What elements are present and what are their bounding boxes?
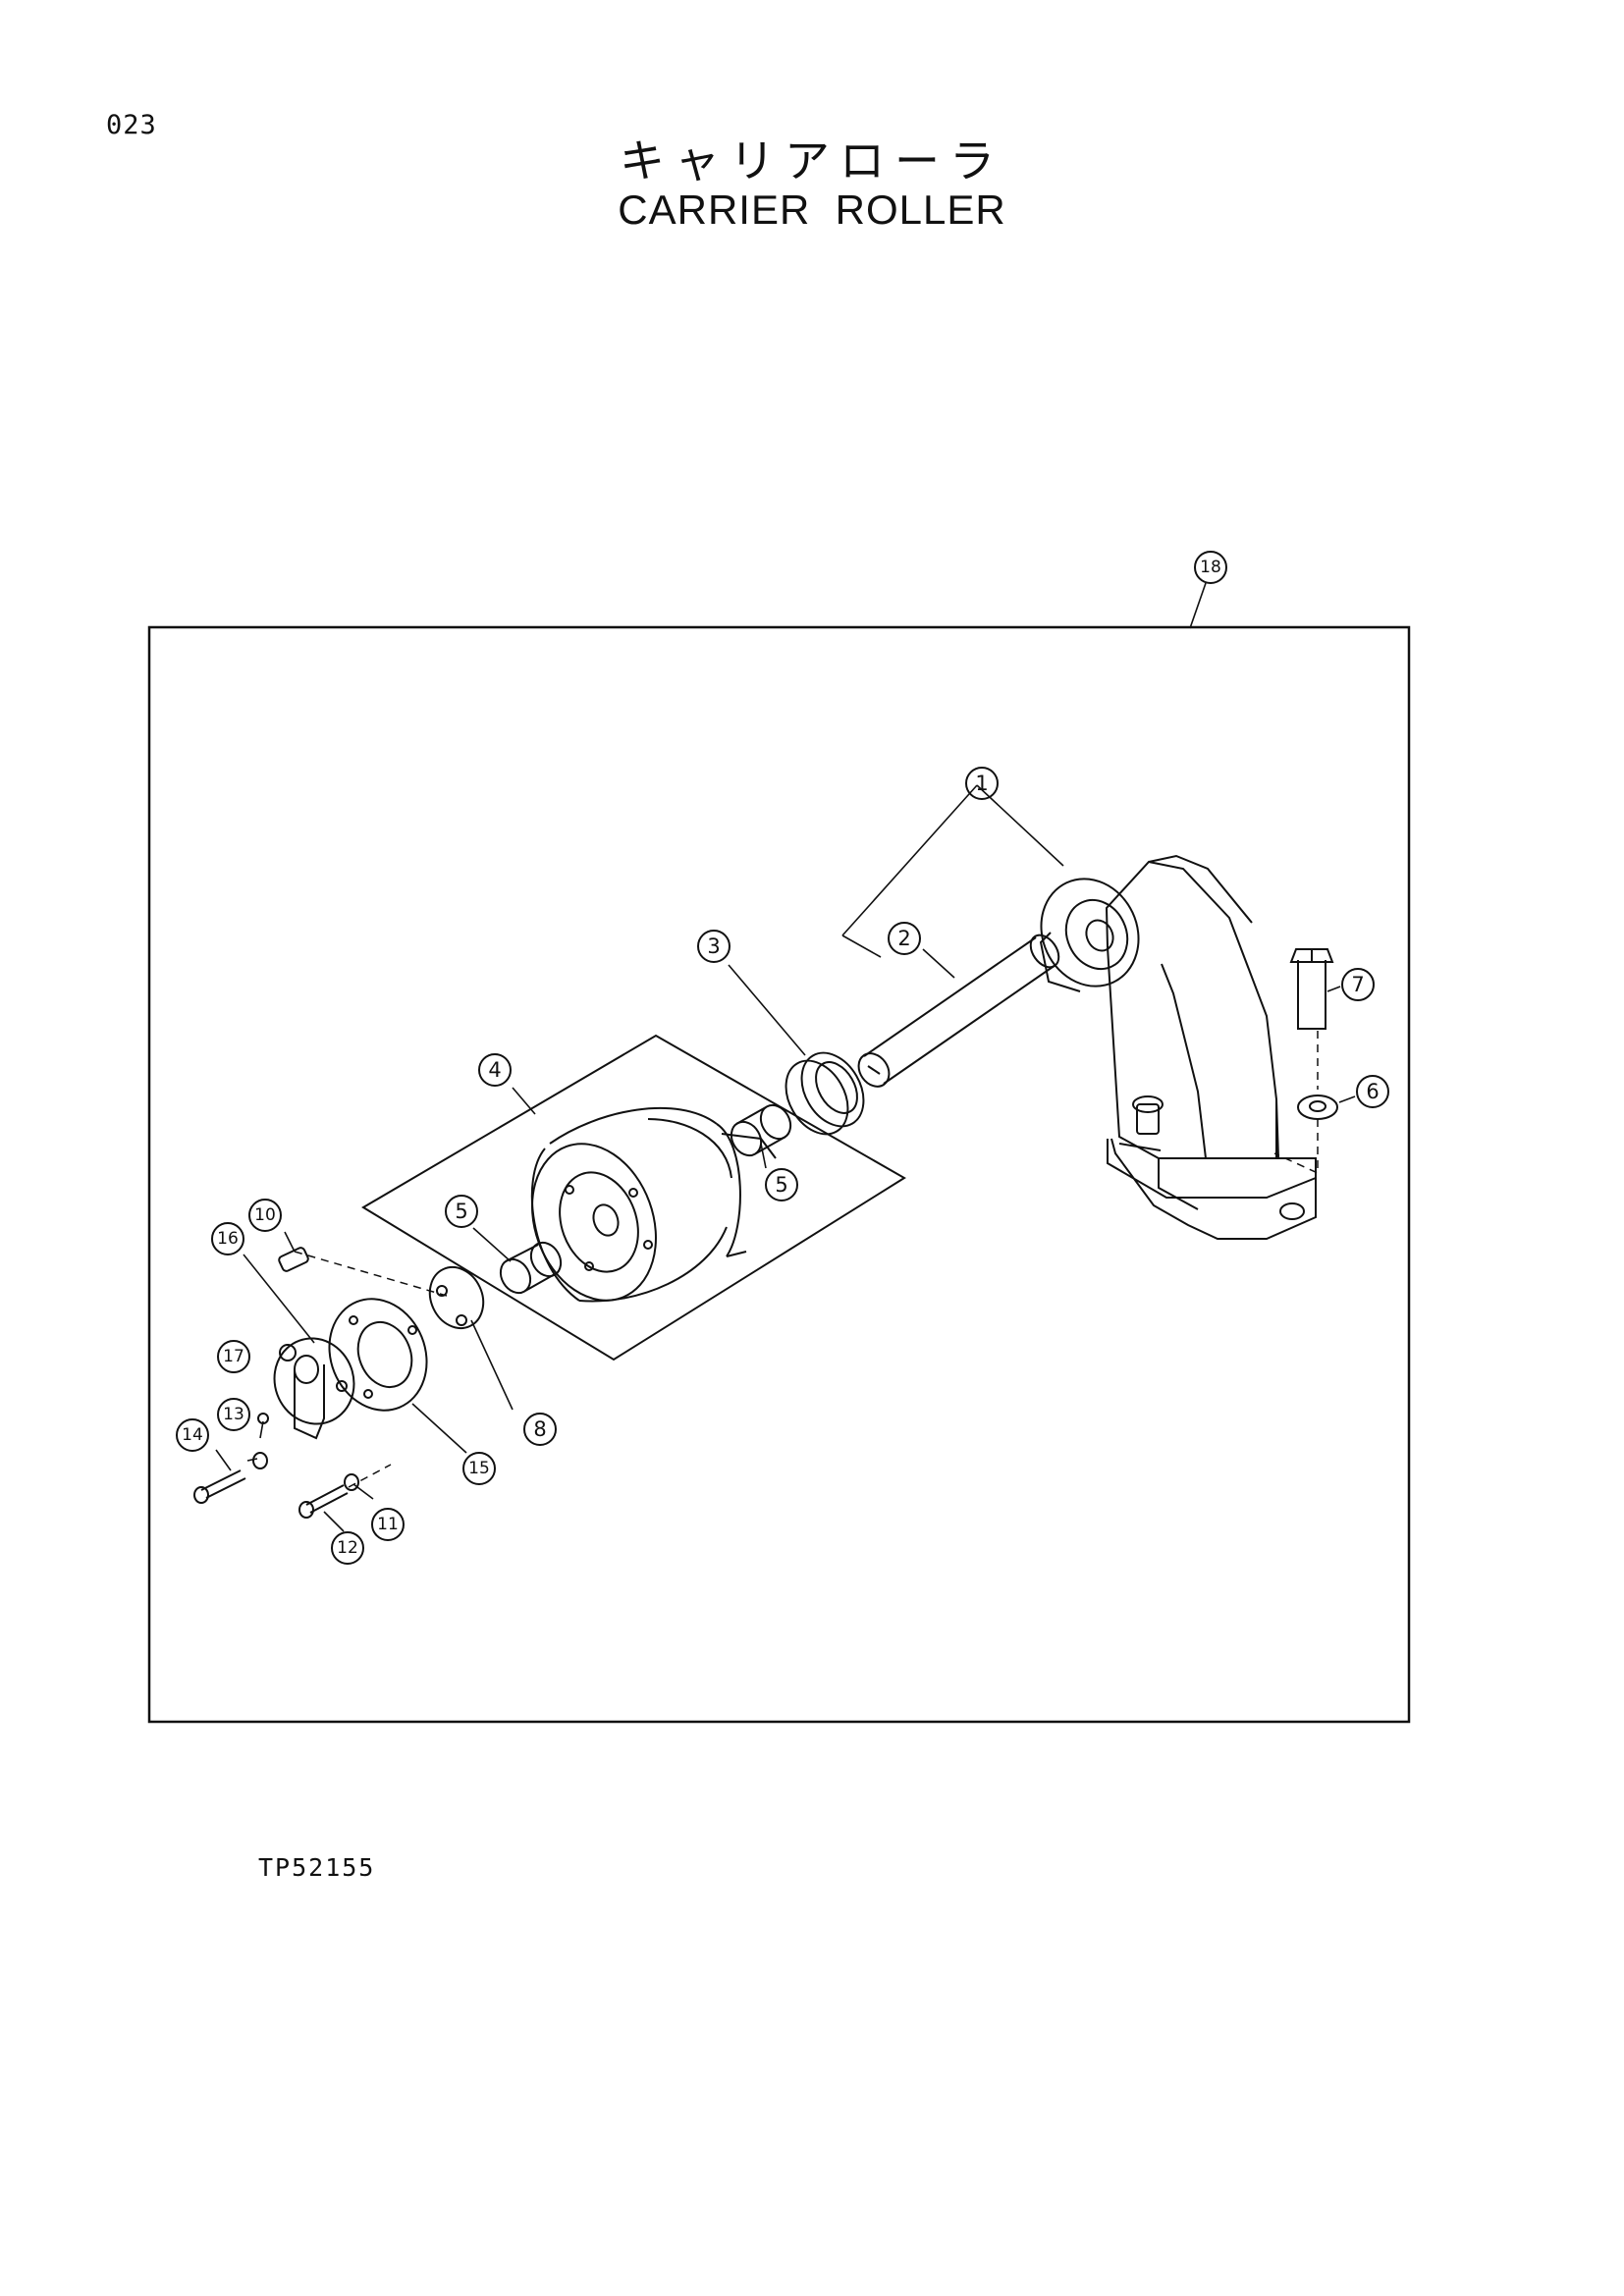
callout-13: 13: [217, 1398, 250, 1431]
part-small-bolts: [193, 1413, 359, 1519]
part-roller: [530, 1106, 777, 1303]
svg-text:8: 8: [533, 1417, 546, 1441]
callout-10: 10: [248, 1199, 282, 1232]
svg-text:3: 3: [707, 934, 720, 958]
assembly-dashed-lines: [294, 1031, 1319, 1488]
callout-16: 16: [211, 1222, 244, 1255]
part-end-cover: [273, 1337, 355, 1440]
part-seal: [785, 1051, 865, 1136]
assembly-frame: [147, 625, 1411, 1724]
part-gasket: [328, 1298, 428, 1412]
svg-text:10: 10: [254, 1205, 276, 1225]
part-bushing-b: [730, 1103, 792, 1157]
svg-text:5: 5: [455, 1200, 467, 1223]
callout-8: 8: [523, 1413, 557, 1446]
svg-text:5: 5: [775, 1173, 787, 1197]
callout-4: 4: [478, 1053, 512, 1087]
callout-2: 2: [888, 922, 921, 955]
svg-text:16: 16: [217, 1229, 239, 1249]
part-washer: [1297, 1095, 1338, 1120]
svg-text:4: 4: [488, 1058, 501, 1082]
callout-14: 14: [176, 1418, 209, 1452]
page-number: 023: [106, 110, 157, 140]
callout-11: 11: [371, 1508, 405, 1541]
callout-18: 18: [1194, 551, 1227, 584]
callout-1: 1: [965, 767, 999, 800]
callout-5a: 5: [445, 1195, 478, 1228]
svg-text:1: 1: [975, 772, 988, 795]
svg-text:15: 15: [468, 1459, 490, 1478]
part-plug: [278, 1247, 309, 1272]
title-japanese: キャリアローラ: [620, 134, 1004, 187]
svg-text:7: 7: [1351, 973, 1364, 996]
part-thrust-washer: [428, 1265, 485, 1330]
callout-3: 3: [697, 930, 731, 963]
svg-text:14: 14: [182, 1425, 203, 1445]
part-bushing-a: [499, 1241, 563, 1295]
callout-6: 6: [1356, 1075, 1389, 1108]
svg-text:2: 2: [897, 927, 910, 950]
svg-text:12: 12: [337, 1538, 358, 1558]
part-shaft: [857, 934, 1060, 1088]
callout-7: 7: [1341, 968, 1375, 1001]
svg-text:17: 17: [223, 1347, 244, 1366]
svg-text:11: 11: [377, 1515, 399, 1534]
callout-17: 17: [217, 1340, 250, 1373]
roller-group-box: [361, 1034, 906, 1362]
svg-text:6: 6: [1366, 1080, 1379, 1103]
callout-12: 12: [331, 1531, 364, 1565]
leader-lines: [215, 582, 1356, 1532]
svg-text:18: 18: [1200, 558, 1221, 577]
callout-15: 15: [462, 1452, 496, 1485]
drawing-code: TP52155: [258, 1853, 376, 1882]
part-bracket: [1039, 854, 1317, 1240]
title-english: CARRIER ROLLER: [618, 187, 1006, 233]
part-hex-bolt: [1289, 948, 1334, 1030]
callout-5b: 5: [765, 1168, 798, 1201]
svg-text:13: 13: [223, 1405, 244, 1424]
